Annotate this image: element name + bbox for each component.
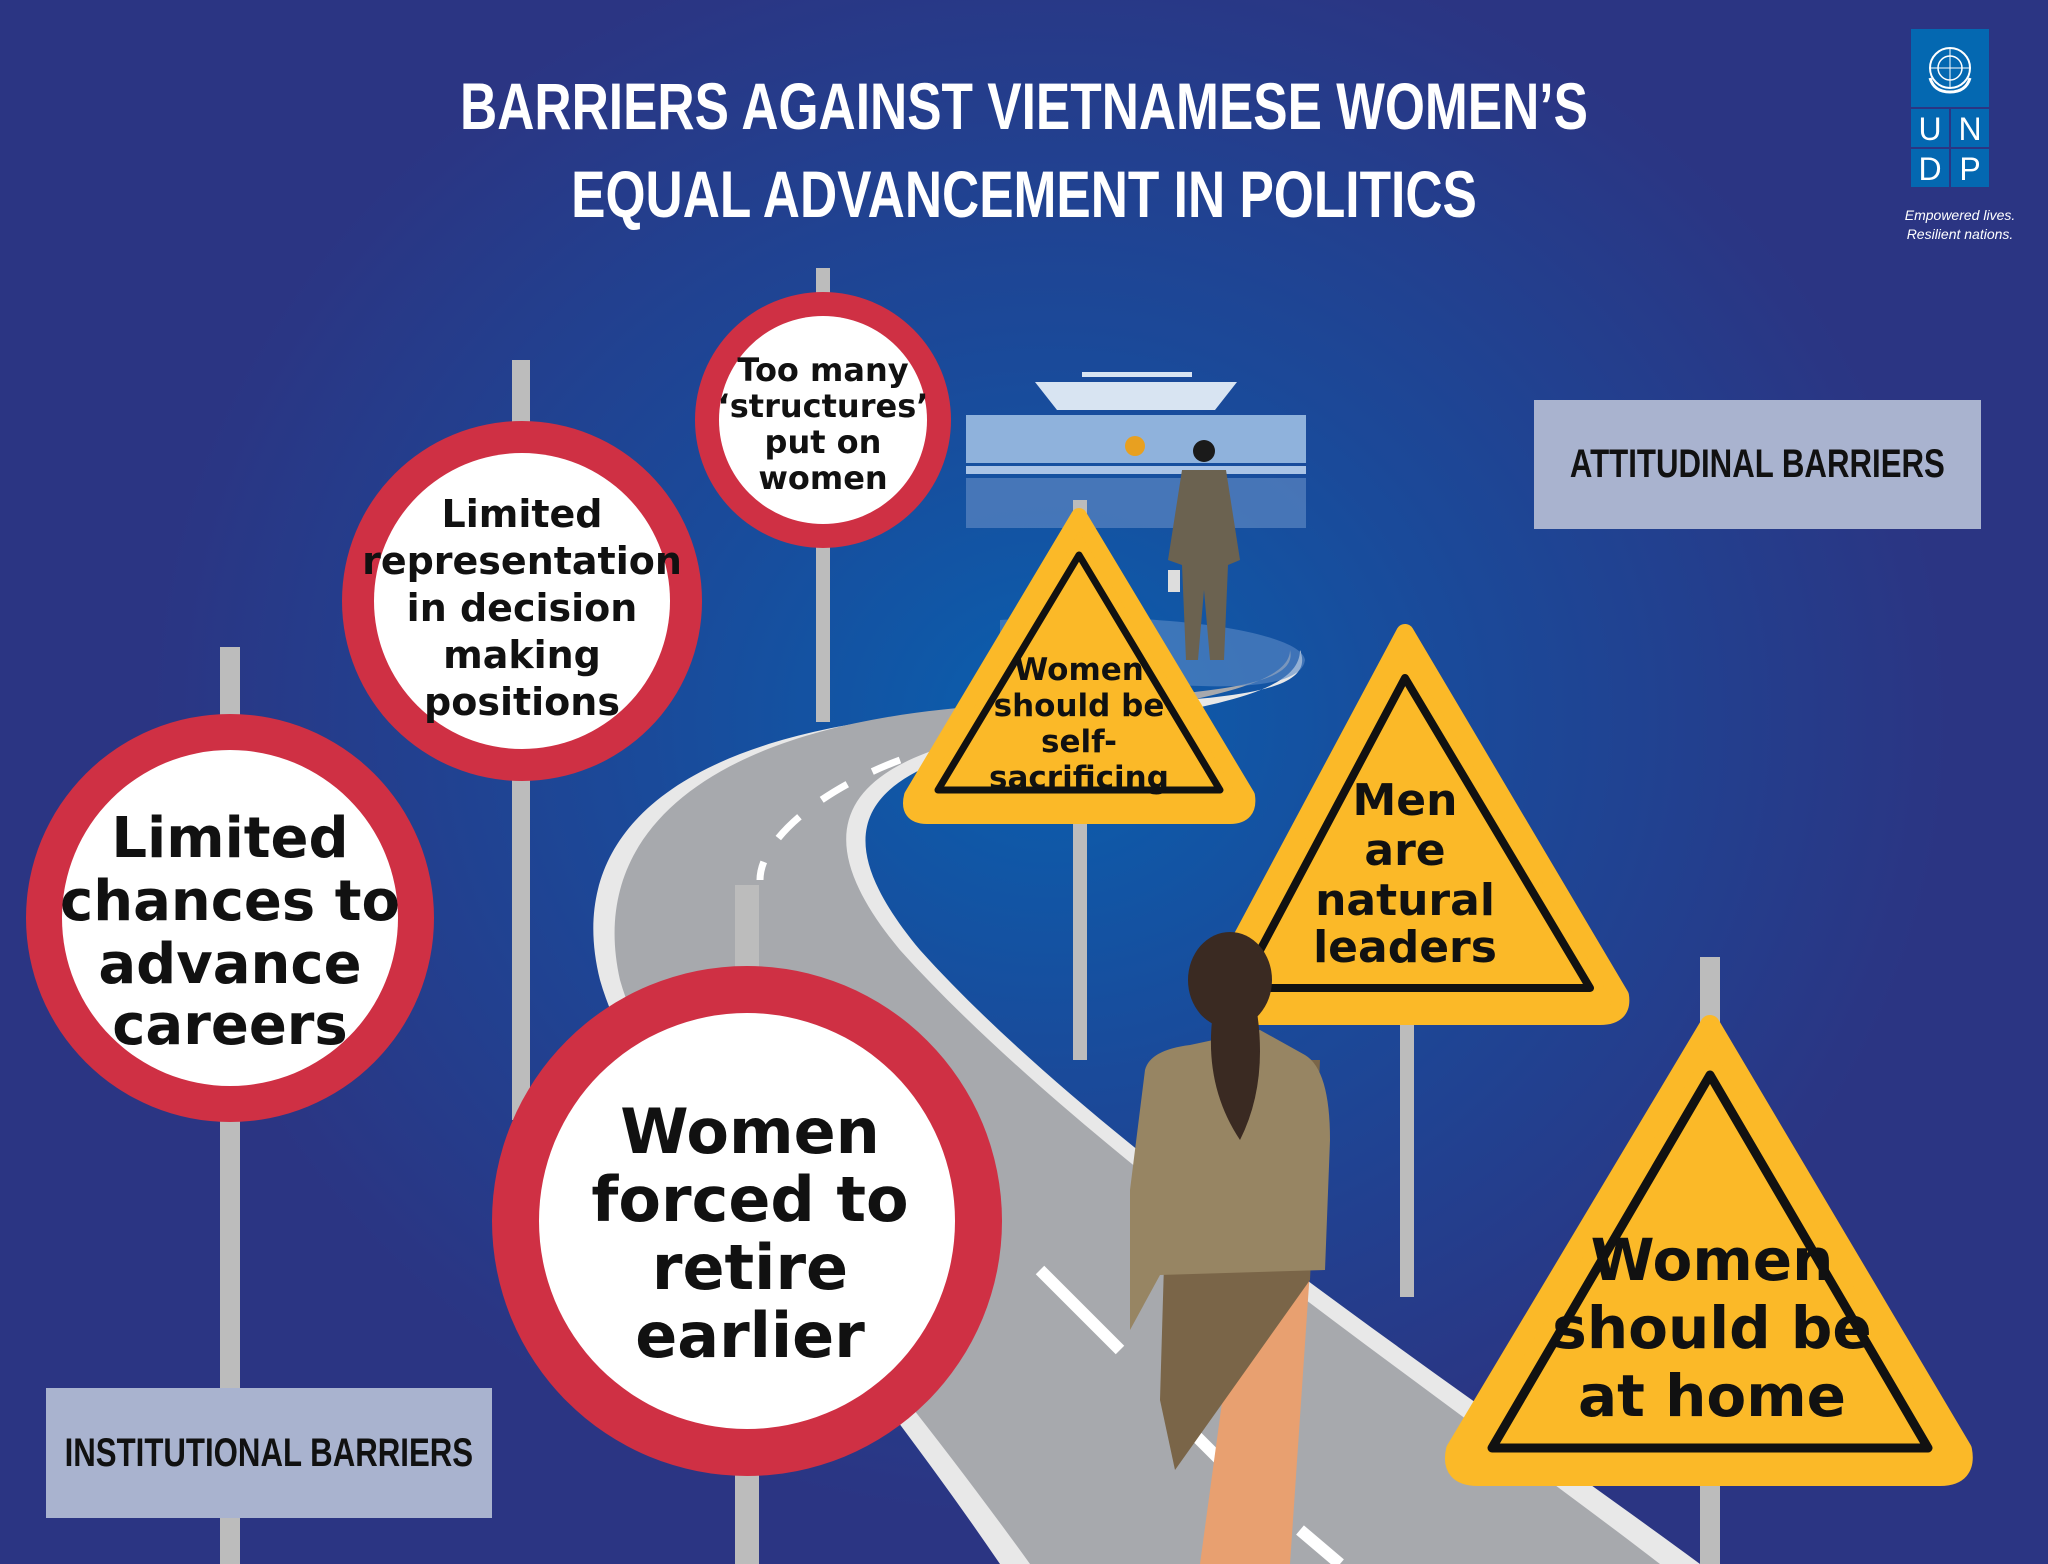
page-title: BARRIERS AGAINST VIETNAMESE WOMEN’S EQUA… xyxy=(225,62,1822,238)
tagline-line-1: Empowered lives. xyxy=(1904,207,2016,223)
logo-tagline: Empowered lives. Resilient nations. xyxy=(1880,206,2040,244)
attitudinal-barriers-label: ATTITUDINAL BARRIERS xyxy=(1534,400,1981,529)
logo-letter: N xyxy=(1951,109,1989,147)
title-line-2: EQUAL ADVANCEMENT IN POLITICS xyxy=(571,157,1477,231)
national-assembly-building xyxy=(966,372,1306,528)
institutional-label-text: INSTITUTIONAL BARRIERS xyxy=(64,1430,474,1475)
attitudinal-label-text: ATTITUDINAL BARRIERS xyxy=(1570,442,1945,486)
woman-walking xyxy=(1130,932,1330,1564)
institutional-barriers-label: INSTITUTIONAL BARRIERS xyxy=(46,1388,492,1518)
man-walking xyxy=(1168,440,1240,660)
un-emblem-icon xyxy=(1911,29,1989,107)
undp-logo: U N D P xyxy=(1911,29,1989,187)
logo-letter: P xyxy=(1951,149,1989,187)
logo-letter: D xyxy=(1911,149,1949,187)
logo-letter: U xyxy=(1911,109,1949,147)
tagline-line-2: Resilient nations. xyxy=(1906,226,2014,242)
title-line-1: BARRIERS AGAINST VIETNAMESE WOMEN’S xyxy=(460,69,1588,143)
